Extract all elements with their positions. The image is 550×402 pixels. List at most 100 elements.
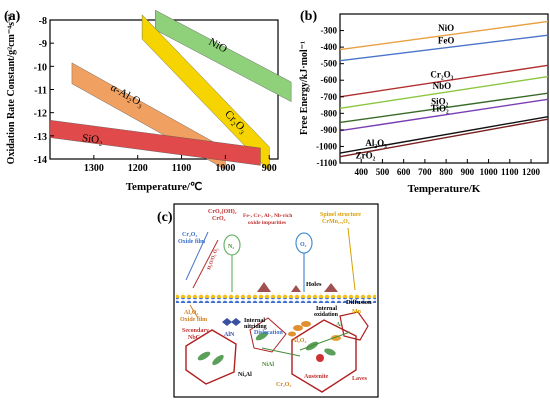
chart-b-xlabel: Temperature/K: [408, 183, 481, 195]
label-spinel2: CrMn₁.₅O₄: [322, 219, 350, 225]
line-SiO2: [339, 92, 549, 124]
x-tick-label: 600: [397, 167, 411, 177]
label-nial: NiAl: [262, 362, 274, 368]
x-tick-label: 1200: [522, 167, 541, 177]
panel-label-c: (c): [157, 210, 173, 225]
label-spinel1: Spinel structure: [320, 212, 361, 218]
x-tick-label: 800: [439, 167, 453, 177]
x-tick-label: 400: [354, 167, 368, 177]
chart-b-ylabel: Free Energy/kJ·mol⁻¹: [299, 41, 310, 135]
chart-b-frame: [339, 13, 549, 164]
line-NiO: [339, 20, 549, 51]
x-tick-label: 900: [461, 167, 475, 177]
line-label-ZrO2: ZrO₂: [356, 151, 376, 161]
line-label-NbO: NbO: [433, 81, 452, 91]
chart-b-lines: [339, 20, 549, 158]
label-internal-oxidation2: oxidation: [314, 312, 339, 318]
y-tick-label: -11: [34, 86, 47, 97]
oxide-layer-top: [176, 293, 376, 298]
panel-label-b: (b): [300, 9, 317, 24]
nial-particle: [212, 354, 224, 366]
label-secondary1: Secondary: [182, 328, 209, 334]
line-label-NiO: NiO: [438, 23, 454, 33]
y-tick-label: -400: [321, 42, 338, 52]
label-cro2: CrO₂(OH)₂: [208, 208, 237, 215]
x-tick-label: 500: [376, 167, 390, 177]
austenite-red-particle: [316, 354, 324, 362]
line-FeO: [339, 34, 549, 62]
y-tick-label: -9: [39, 39, 47, 50]
y-tick-label: -600: [321, 75, 338, 85]
y-tick-label: -1100: [316, 158, 337, 168]
diffusion-path: [299, 331, 351, 351]
label-internal-nitriding2: nitriding: [244, 324, 267, 330]
label-austenite: Austenite: [304, 374, 329, 380]
line-Cr2O3: [339, 64, 549, 98]
x-tick-label: 1000: [215, 163, 235, 174]
arrow-h2o: [192, 239, 219, 289]
label-impurities2: oxide impurities: [248, 220, 286, 226]
label-cr2o3-film: Cr₂O₃: [182, 232, 197, 238]
label-ni3al: Ni₃Al: [238, 372, 252, 378]
label-al: Al: [336, 322, 342, 328]
diffusion-path: [261, 347, 301, 357]
panel-label-a: (a): [4, 9, 21, 24]
oxide-particle: [301, 321, 311, 327]
chart-a-bands: [49, 9, 292, 172]
label-dislocation: Dislocation: [254, 330, 283, 336]
y-tick-label: -1000: [316, 141, 337, 151]
label-impurities1: Fe-, Cr-, Al-, Nb-rich: [243, 213, 292, 219]
y-tick-label: -12: [34, 109, 47, 120]
label-n2: N₂: [228, 244, 234, 250]
x-tick-label: 900: [262, 163, 277, 174]
line-label-Al2O3: Al₂O₃: [365, 138, 387, 148]
oxide-particle: [293, 325, 303, 331]
label-cr2o3-inner: Cr₂O₃: [276, 382, 291, 388]
label-secondary2: NbC: [188, 335, 200, 341]
line-label-Cr2O3: Cr₂O₃: [430, 69, 453, 79]
label-diffusion: Diffusion: [346, 299, 372, 306]
x-tick-label: 1000: [480, 167, 499, 177]
nial-particle: [197, 351, 211, 361]
nial-particle: [255, 331, 269, 341]
arrow-spinel: [347, 227, 356, 291]
oxide-particle: [288, 331, 296, 337]
band-label-SiO2: SiO₂: [81, 132, 104, 147]
label-mn: Mn: [352, 309, 362, 315]
y-tick-label: -13: [34, 132, 47, 143]
grain-dislocation: [249, 317, 287, 353]
x-tick-label: 700: [418, 167, 432, 177]
band-SiO2: [49, 119, 261, 166]
y-tick-label: -10: [34, 62, 47, 73]
label-aln: AlN: [224, 332, 235, 338]
label-cr2o3-film2: Oxide film: [178, 239, 205, 245]
line-label-SiO2: SiO₂: [431, 96, 449, 106]
schematic-c: CrO₂(OH)₂ CrO₃ Cr₂O₃ Oxide film H₂O/O₂ O…: [173, 203, 379, 398]
aln-particle: [222, 318, 232, 326]
label-cro3: CrO₃: [212, 216, 226, 222]
line-NbO: [339, 75, 549, 110]
y-tick-label: -900: [321, 125, 338, 135]
impurity-mark: [324, 283, 338, 292]
label-al2o3-film2: Oxide film: [180, 317, 207, 323]
chart-a-ylabel: Oxidation Rate Constant/g²cm⁻⁴s⁻¹: [6, 14, 17, 165]
line-label-TiO2: TiO₂: [431, 104, 449, 114]
label-o2: O₂: [300, 242, 307, 248]
x-tick-label: 1100: [501, 167, 519, 177]
y-tick-label: -14: [34, 155, 47, 166]
y-tick-label: -500: [321, 59, 338, 69]
label-laves: Laves: [352, 376, 368, 382]
arrow-al2o3-film: [189, 304, 199, 319]
arrow-cr2o3: [185, 231, 209, 281]
label-holes: Holes: [306, 281, 322, 288]
band-NiO: [155, 9, 292, 102]
x-tick-label: 1100: [172, 163, 191, 174]
y-tick-label: -8: [39, 16, 47, 27]
line-label-FeO: FeO: [438, 36, 455, 46]
